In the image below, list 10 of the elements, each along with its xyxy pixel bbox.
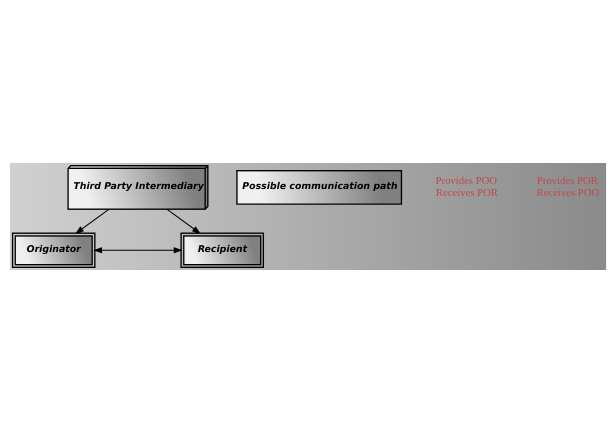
node-box: Recipient: [180, 232, 264, 268]
node-label: Provides POO: [436, 174, 498, 187]
arrow: [166, 208, 201, 234]
arrow: [75, 208, 110, 234]
arrow: [93, 247, 183, 254]
node-box: Originator: [12, 232, 96, 268]
node-box: Possible communication path: [236, 170, 402, 205]
node-label: Receives POO: [536, 186, 600, 199]
node-label: Receives POR: [436, 186, 498, 199]
node-label: Provides POR: [536, 174, 598, 187]
